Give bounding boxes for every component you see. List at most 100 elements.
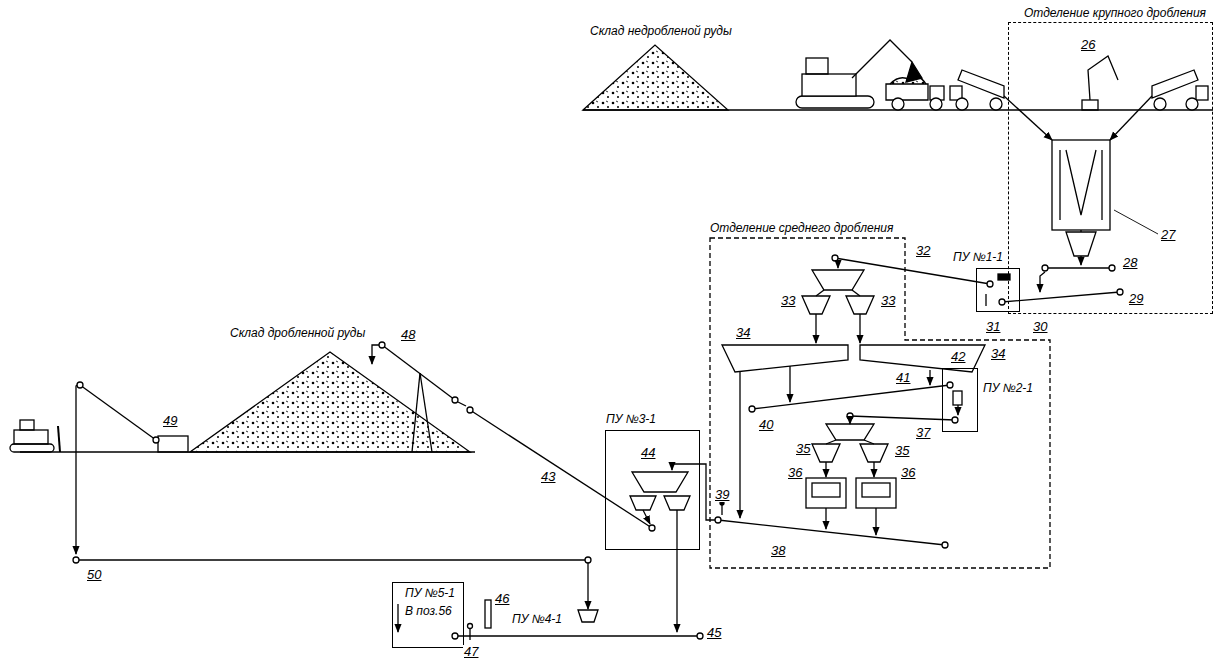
flow-arrow — [875, 508, 876, 535]
flow-arrow — [587, 563, 588, 609]
truck-wheel — [956, 98, 968, 110]
area-name: Склад недробленой руды — [590, 24, 732, 38]
area-outline-path — [710, 238, 1050, 568]
conveyor-pulley — [999, 299, 1005, 305]
flow-arrow — [789, 366, 790, 402]
callout-number: 33 — [780, 294, 796, 308]
conveyor-pulley — [77, 382, 83, 388]
flow-arrow — [849, 419, 850, 424]
screen — [664, 496, 690, 510]
hopper — [578, 610, 598, 622]
conveyor-pulley — [467, 407, 473, 413]
conveyor-pulley — [832, 255, 838, 261]
conveyor — [850, 416, 955, 420]
callout-number: 35 — [894, 444, 910, 458]
callout-number: 47 — [463, 645, 479, 659]
callout-number: 30 — [1032, 320, 1048, 334]
cone-crusher — [812, 444, 840, 462]
chute — [852, 290, 860, 296]
callout-number: 31 — [985, 320, 1001, 334]
callout-number: 27 — [1160, 228, 1176, 242]
breaker-arm — [1088, 56, 1118, 100]
conveyor-pulley — [649, 525, 655, 531]
cone-crusher — [846, 296, 874, 314]
crusher-drive — [862, 483, 890, 497]
callout-number: 38 — [770, 544, 786, 558]
truck-bed — [886, 84, 928, 100]
callout-number: 50 — [86, 568, 102, 582]
flow-arrow — [837, 260, 838, 268]
conveyor-pulley — [847, 413, 853, 419]
conveyor-pulley — [952, 417, 958, 423]
flow-arrow — [397, 604, 398, 632]
callout-number: 48 — [400, 328, 416, 342]
cone-crusher — [802, 296, 830, 314]
crusher — [806, 478, 846, 508]
callout-number: 34 — [735, 326, 751, 340]
area-name: Склад дробленной руды — [230, 326, 365, 340]
flow-arrow — [825, 508, 826, 529]
crusher-drive — [812, 483, 840, 497]
conveyor-pulley — [947, 382, 953, 388]
conveyor-pulley — [73, 557, 79, 563]
control-point-box: ПУ №5-1В поз.56 — [392, 582, 464, 648]
callout-number: 36 — [787, 466, 803, 480]
conveyor-pulley — [153, 437, 159, 443]
crusher-jaw — [1066, 150, 1096, 215]
callout-number: 39 — [714, 488, 730, 502]
flow-arrow — [957, 405, 958, 415]
conveyor — [718, 520, 945, 545]
callout-number: 43 — [540, 470, 556, 484]
callout-number: 41 — [895, 371, 911, 385]
detector-symbol — [985, 294, 986, 306]
flow-arrow — [1004, 96, 1052, 140]
callout-number: 29 — [1128, 292, 1144, 306]
callout-number: 40 — [758, 418, 774, 432]
callout-number: 49 — [162, 414, 178, 428]
box-heading: Отделение среднего дробления — [710, 221, 893, 235]
excavator-boom — [852, 40, 912, 78]
truck-cab — [1196, 86, 1208, 100]
conveyor-pulley — [585, 557, 591, 563]
truck-wheel — [990, 98, 1002, 110]
bulldozer-cab — [20, 420, 34, 430]
excavator-track — [796, 96, 874, 108]
screen — [630, 496, 656, 510]
flow-arrow — [643, 510, 650, 524]
hopper — [1066, 232, 1096, 256]
flow-arrow — [372, 345, 379, 364]
box-heading: ПУ №2-1 — [983, 381, 1033, 395]
ore-pile — [190, 352, 470, 452]
flow-arrow — [739, 372, 740, 518]
area-name: ПУ №4-1 — [512, 612, 562, 626]
hopper — [632, 472, 688, 492]
flow-arrow — [1080, 256, 1081, 265]
conveyor — [80, 385, 156, 440]
jaw-crusher — [1052, 140, 1110, 230]
box-heading: Отделение крупного дробления — [1024, 6, 1206, 20]
diverter-symbol — [953, 391, 962, 405]
box-heading: ПУ №5-1 — [405, 586, 455, 600]
truck-load — [890, 77, 926, 84]
leader-line — [1114, 210, 1158, 234]
cone-crusher — [860, 444, 888, 462]
ore-pile — [583, 45, 728, 110]
feeder — [158, 436, 188, 452]
crusher-frame — [1101, 150, 1102, 220]
conveyor — [1045, 267, 1112, 268]
callout-number: 28 — [1122, 256, 1138, 270]
callout-number: 26 — [1080, 38, 1096, 52]
screen — [722, 345, 848, 372]
flow-arrow — [1040, 272, 1045, 292]
flow-arrow — [676, 510, 677, 632]
flow-arrow — [929, 370, 930, 385]
sampler-symbol — [468, 624, 473, 629]
department-area: Отделение среднего дробленияПУ №2-1 — [710, 238, 1050, 568]
callout-number: 32 — [915, 244, 931, 258]
conveyor-pulley — [1042, 265, 1048, 271]
conveyor-pulley — [715, 517, 721, 523]
callout-number: 37 — [915, 426, 931, 440]
stacker-leg — [420, 373, 432, 452]
flow-arrow — [859, 314, 860, 343]
